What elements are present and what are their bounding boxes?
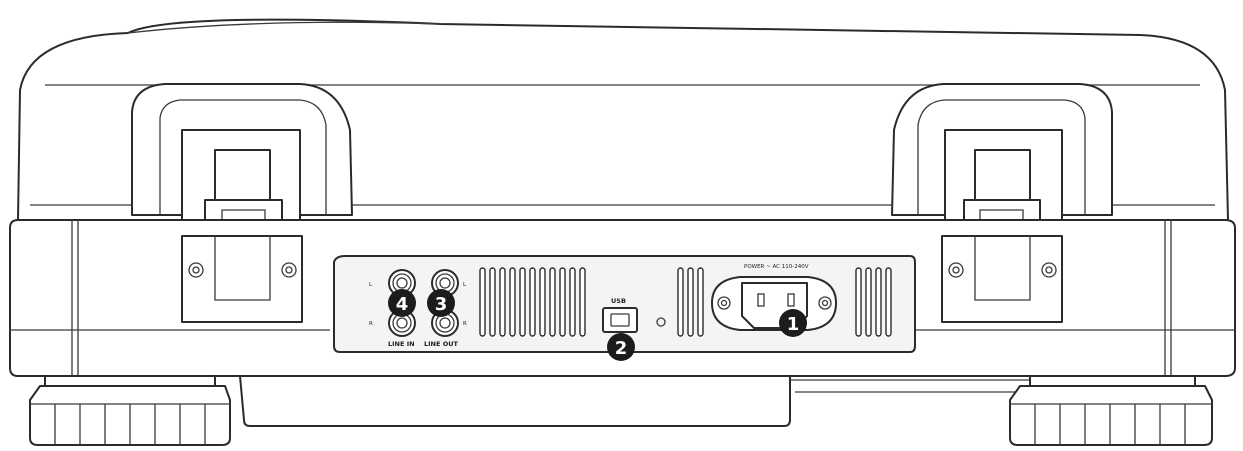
callout-2-number: 2 bbox=[615, 338, 628, 359]
callout-1-number: 1 bbox=[787, 314, 800, 335]
power-label: POWER ~ AC 110-240V bbox=[744, 264, 809, 270]
callout-3: 3 bbox=[427, 289, 455, 317]
right-vent bbox=[855, 267, 892, 337]
line-out-left-label: L bbox=[463, 282, 467, 288]
line-out-label: LINE OUT bbox=[424, 340, 459, 348]
usb-label: USB bbox=[611, 297, 626, 305]
right-hinge bbox=[891, 83, 1113, 237]
callout-3-number: 3 bbox=[435, 294, 448, 315]
line-in-left-label: L bbox=[369, 282, 373, 288]
right-foot bbox=[1009, 385, 1213, 446]
left-foot bbox=[29, 385, 231, 446]
line-in-right-label: R bbox=[369, 321, 373, 327]
callout-1: 1 bbox=[779, 309, 807, 337]
callout-4-number: 4 bbox=[396, 294, 409, 315]
left-hinge bbox=[131, 83, 353, 237]
power-inlet bbox=[711, 276, 837, 331]
callout-4: 4 bbox=[388, 289, 416, 317]
line-out-right-label: R bbox=[463, 321, 467, 327]
usb-port bbox=[602, 307, 638, 333]
callout-2: 2 bbox=[607, 333, 635, 361]
line-in-label: LINE IN bbox=[388, 340, 415, 348]
indicator-hole bbox=[656, 317, 666, 327]
left-vent bbox=[479, 267, 586, 337]
middle-vent bbox=[677, 267, 704, 337]
